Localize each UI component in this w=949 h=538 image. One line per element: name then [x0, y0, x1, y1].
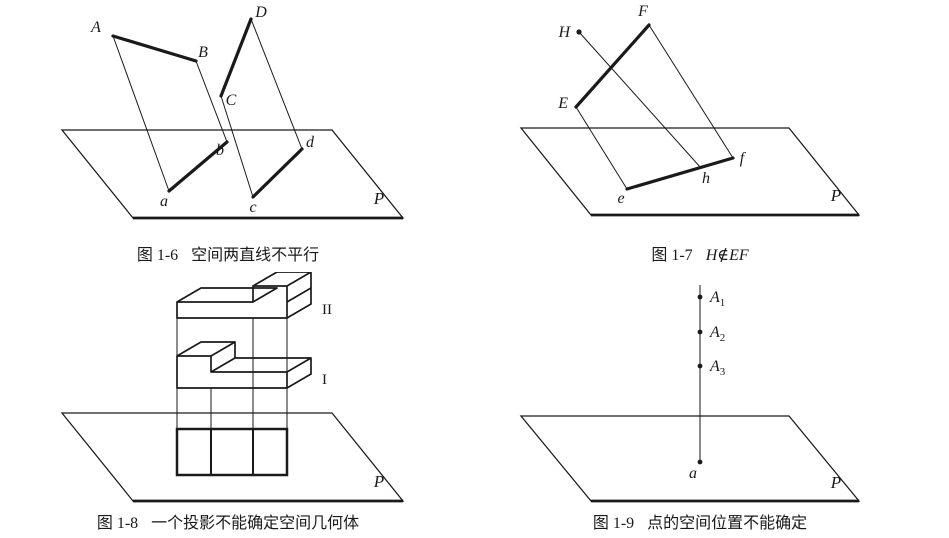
caption-number: 图 1-8: [96, 515, 139, 532]
point-a-dot: [697, 459, 703, 465]
point-label-C: C: [226, 92, 237, 109]
figure-1-6-drawing: A B D C a b c d P: [60, 4, 405, 220]
plane-label-P: P: [830, 473, 841, 492]
point-A2-dot: [697, 329, 703, 335]
ray-B-b: [195, 60, 228, 143]
points: [697, 294, 703, 465]
labels: II I P: [322, 302, 384, 491]
projection-rectangle: [175, 427, 289, 477]
segment-AB: [111, 34, 198, 63]
point-label-d: d: [306, 134, 315, 151]
projection-on-plane: [175, 427, 289, 477]
labels: A B D C a b c d P: [90, 4, 384, 216]
caption-title: 点的空间位置不能确定: [647, 515, 808, 532]
figure-1-9: A1 A2 A3 a P 图 1-9 点的空间位置不能确定: [500, 270, 900, 533]
figure-caption-1-7: 图 1-7 H∉EF: [500, 241, 900, 265]
solid-II-stepped-block: [176, 272, 312, 319]
point-label-A: A: [90, 19, 101, 36]
figure-1-7-drawing: F H E e f h P: [519, 4, 861, 217]
point-label-A3: A3: [709, 358, 726, 378]
ray-D-d: [250, 18, 303, 150]
point-label-D: D: [254, 4, 267, 21]
point-H-dot: [576, 29, 582, 35]
point-label-H: H: [557, 24, 571, 41]
point-label-h: h: [702, 170, 710, 187]
space-lines: [111, 17, 253, 98]
figure-1-7: F H E e f h P 图 1-7 H∉EF: [500, 4, 900, 265]
projection-ab: [167, 140, 229, 193]
ray-F-f: [648, 24, 734, 159]
ray-E-e: [575, 106, 628, 190]
caption-number: 图 1-7: [651, 247, 693, 264]
figure-1-8: II I P 图 1-8 一个投影不能确定空间几何体: [40, 272, 460, 533]
projection-cd: [251, 147, 304, 199]
solid-I-stepped-block: [176, 341, 312, 389]
plane-p: [60, 129, 405, 220]
point-label-F: F: [637, 4, 648, 20]
segment-DC: [219, 17, 253, 98]
labels: F H E e f h P: [557, 4, 841, 207]
plane-label-P: P: [830, 186, 841, 205]
point-A3-dot: [697, 363, 703, 369]
plane-p-outline: [519, 415, 861, 502]
point-label-e: e: [617, 190, 624, 207]
figure-1-9-drawing: A1 A2 A3 a P: [519, 285, 861, 503]
figure-1-6: A B D C a b c d P 图 1-6 空间两直线不平行: [40, 4, 460, 265]
point-label-A1: A1: [709, 289, 725, 309]
caption-number: 图 1-6: [136, 247, 179, 264]
point-label-E: E: [557, 95, 568, 112]
plane-label-P: P: [373, 189, 384, 208]
plane-p: [519, 127, 861, 217]
point-A1-dot: [697, 294, 703, 300]
caption-title: 一个投影不能确定空间几何体: [151, 515, 360, 532]
point-label-c: c: [249, 199, 256, 216]
figure-caption-1-8: 图 1-8 一个投影不能确定空间几何体: [40, 509, 460, 533]
ray-A-a: [112, 35, 170, 192]
point-label-A2: A2: [709, 324, 725, 344]
plane-p: [60, 412, 405, 503]
point-label-b: b: [216, 142, 224, 159]
ray-H-h: [578, 31, 702, 169]
plane-p-outline: [60, 412, 405, 502]
point-label-a: a: [160, 193, 168, 210]
solid-label-II: II: [322, 302, 332, 318]
projection-rays: [176, 318, 288, 429]
figure-caption-1-9: 图 1-9 点的空间位置不能确定: [500, 509, 900, 533]
ray-C-c: [220, 95, 254, 198]
plane-p-outline: [60, 129, 405, 219]
projection-ef: [625, 156, 735, 191]
projected-lines: [167, 140, 304, 199]
projection-rays: [112, 18, 303, 198]
caption-title: 空间两直线不平行: [191, 247, 320, 264]
point-label-B: B: [198, 44, 208, 61]
plane-label-P: P: [373, 472, 384, 491]
labels: A1 A2 A3 a P: [689, 289, 841, 492]
space-lines: [574, 23, 735, 191]
projection-rays: [575, 24, 734, 190]
plane-p: [519, 415, 861, 503]
point-label-a: a: [689, 465, 697, 482]
figure-caption-1-6: 图 1-6 空间两直线不平行: [40, 241, 460, 265]
caption-title: H∉EF: [705, 247, 749, 264]
figure-1-8-drawing: II I P: [60, 272, 405, 503]
caption-number: 图 1-9: [592, 515, 635, 532]
point-label-f: f: [740, 150, 747, 167]
solid-label-I: I: [322, 372, 327, 388]
segment-EF: [574, 23, 651, 109]
